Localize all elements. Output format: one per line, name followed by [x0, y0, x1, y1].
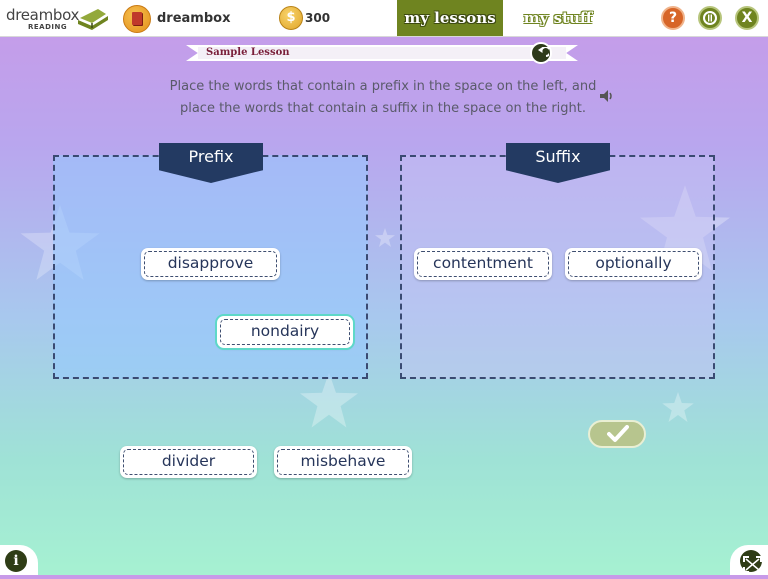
back-button[interactable] [530, 42, 552, 64]
help-button[interactable]: ? [661, 6, 685, 30]
prefix-label: Prefix [159, 143, 263, 183]
word-text: contentment [417, 251, 549, 277]
logo-subtext: READING [28, 23, 68, 31]
fullscreen-icon [743, 556, 762, 573]
user-name[interactable]: dreambox [157, 11, 231, 26]
word-tile-misbehave[interactable]: misbehave [274, 446, 412, 478]
logo-text: dreambox [6, 6, 80, 24]
fullscreen-button[interactable] [730, 545, 768, 575]
dreambox-logo[interactable]: dreambox READING [6, 4, 110, 34]
speaker-icon[interactable] [599, 89, 615, 103]
info-icon: i [5, 550, 27, 572]
background-star-center [300, 372, 358, 428]
word-text: divider [123, 449, 254, 475]
word-text: optionally [568, 251, 699, 277]
checkmark-icon [607, 425, 629, 442]
word-text: disapprove [144, 251, 277, 277]
word-tile-optionally[interactable]: optionally [565, 248, 702, 280]
instruction-line-1: Place the words that contain a prefix in… [169, 79, 597, 94]
background-star-right [640, 185, 730, 271]
coin-icon: $ [279, 6, 303, 30]
lesson-banner: Sample Lesson [186, 42, 578, 64]
settings-icon [703, 11, 717, 25]
banner-ribbon-inner [198, 47, 566, 59]
top-bar: dreambox READING dreambox $ 300 my lesso… [0, 0, 768, 37]
background-star-small [662, 392, 694, 422]
settings-button[interactable] [698, 6, 722, 30]
word-tile-contentment[interactable]: contentment [414, 248, 552, 280]
lesson-title: Sample Lesson [206, 47, 290, 58]
word-text: misbehave [277, 449, 409, 475]
instructions: Place the words that contain a prefix in… [160, 76, 606, 120]
word-tile-nondairy[interactable]: nondairy [217, 316, 353, 348]
tab-my-stuff[interactable]: my stuff [503, 0, 613, 36]
coin-count: 300 [305, 11, 331, 25]
check-answer-button[interactable] [588, 420, 646, 448]
tab-my-lessons[interactable]: my lessons [397, 0, 503, 36]
info-button[interactable]: i [0, 545, 38, 575]
fullscreen-icon-bg [740, 550, 762, 572]
instruction-line-2: place the words that contain a suffix in… [179, 101, 587, 116]
word-tile-disapprove[interactable]: disapprove [141, 248, 280, 280]
avatar-book-icon [132, 12, 142, 25]
word-text: nondairy [220, 319, 350, 345]
word-tile-divider[interactable]: divider [120, 446, 257, 478]
user-avatar[interactable] [123, 5, 151, 33]
background-star-tiny [375, 228, 395, 247]
back-arrow-icon [538, 47, 549, 57]
suffix-label: Suffix [506, 143, 610, 183]
book-logo-icon [78, 9, 108, 30]
close-button[interactable]: X [735, 6, 759, 30]
